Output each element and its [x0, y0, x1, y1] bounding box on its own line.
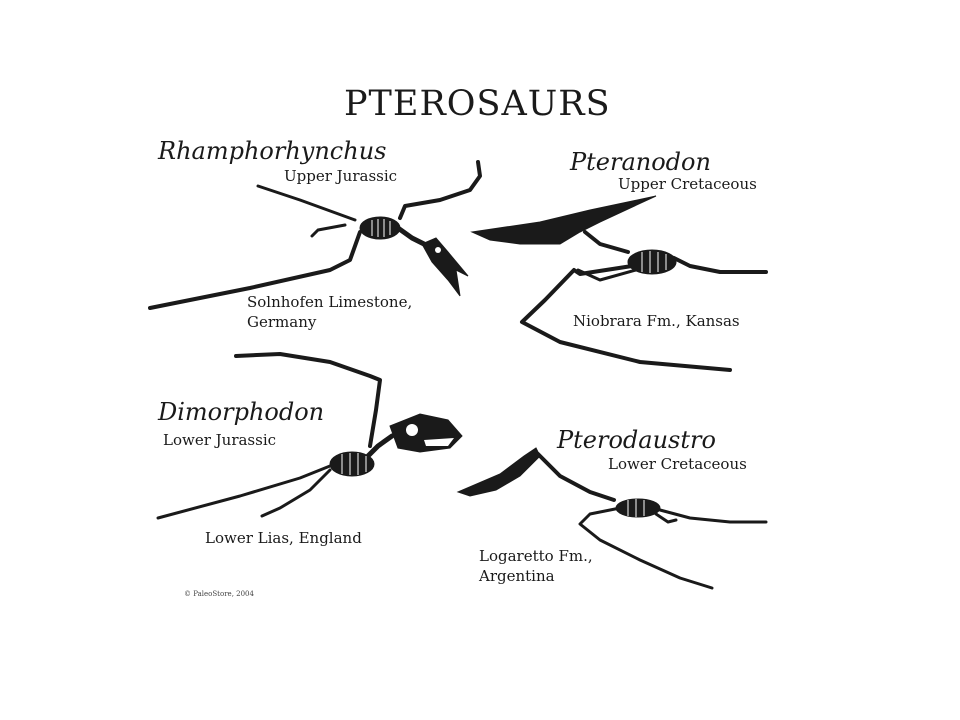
- dimorphodon-locality: Lower Lias, England: [205, 528, 362, 548]
- rhamphorhynchus-locality-line2: Germany: [247, 313, 317, 331]
- pteranodon-neck: [583, 230, 630, 254]
- pterodaustro-period: Lower Cretaceous: [608, 455, 747, 473]
- poster-title: PTEROSAURS: [344, 84, 611, 124]
- pterodaustro-skeleton: [456, 447, 768, 590]
- pteranodon-left-wing: [520, 264, 732, 372]
- rhamphorhynchus-right-wing: [398, 160, 482, 220]
- dimorphodon-skeleton: [156, 352, 463, 520]
- dimorphodon-upper-wing: [234, 352, 382, 448]
- pteranodon-locality: Niobrara Fm., Kansas: [573, 311, 740, 331]
- rhamphorhynchus-left-wing: [148, 230, 362, 310]
- dimorphodon-tail: [156, 464, 332, 520]
- dimorphodon-skull: [389, 413, 463, 453]
- pterodaustro-ribcage: [615, 498, 661, 518]
- rhamphorhynchus-name: Rhamphorhynchus: [158, 137, 387, 165]
- pterodaustro-neck: [536, 452, 616, 502]
- pterodaustro-right-limb: [658, 508, 768, 524]
- rhamphorhynchus-skeleton: [148, 160, 482, 310]
- rhamphorhynchus-leg: [310, 223, 347, 238]
- pterodaustro-name: Pterodaustro: [557, 426, 716, 454]
- rhamphorhynchus-locality: Solnhofen Limestone, Germany: [247, 292, 412, 332]
- pterodaustro-locality-line1: Logaretto Fm.,: [479, 547, 593, 565]
- dimorphodon-leg: [260, 468, 332, 518]
- rhamphorhynchus-tail: [256, 184, 357, 222]
- pterodaustro-locality-line2: Argentina: [479, 567, 555, 585]
- pterodaustro-left-wing: [578, 506, 714, 590]
- dimorphodon-locality-line1: Lower Lias, England: [205, 529, 362, 547]
- pteranodon-period: Upper Cretaceous: [618, 175, 757, 193]
- pteranodon-ribcage: [627, 249, 677, 275]
- rhamphorhynchus-ribcage: [359, 216, 401, 240]
- pterodaustro-leg: [654, 512, 678, 524]
- pterodaustro-skull: [456, 447, 541, 497]
- rhamphorhynchus-skull: [421, 237, 469, 297]
- dimorphodon-period: Lower Jurassic: [163, 431, 277, 449]
- rhamphorhynchus-period: Upper Jurassic: [284, 167, 398, 185]
- pteranodon-name: Pteranodon: [570, 148, 711, 176]
- pteranodon-arm: [576, 268, 638, 282]
- dimorphodon-name: Dimorphodon: [158, 398, 325, 426]
- pteranodon-skeleton: [470, 195, 768, 372]
- pteranodon-skull: [470, 195, 657, 245]
- dimorphodon-neck: [365, 433, 395, 459]
- rhamphorhynchus-neck: [395, 225, 427, 247]
- copyright-notice: © PaleoStore, 2004: [184, 590, 254, 598]
- pterodaustro-locality: Logaretto Fm., Argentina: [479, 546, 593, 586]
- dimorphodon-ribcage: [329, 451, 375, 477]
- pteranodon-right-limb: [672, 256, 768, 274]
- pteranodon-locality-line1: Niobrara Fm., Kansas: [573, 312, 740, 330]
- rhamphorhynchus-locality-line1: Solnhofen Limestone,: [247, 293, 413, 311]
